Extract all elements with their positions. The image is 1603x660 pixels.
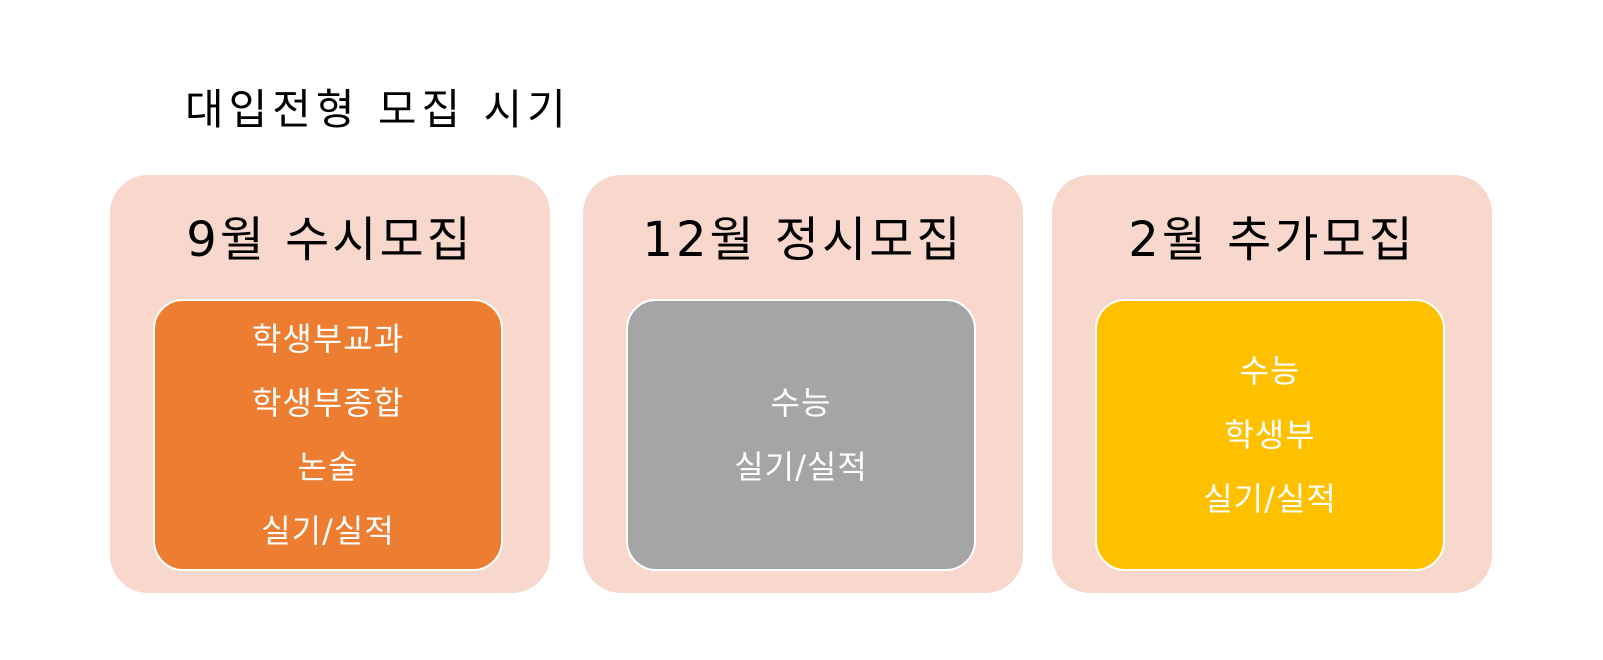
card-heading: 2월 추가모집: [1128, 212, 1416, 268]
list-item: 학생부종합: [251, 384, 405, 422]
card-heading: 12월 정시모집: [642, 212, 964, 268]
list-item: 논술: [297, 448, 359, 486]
page-title: 대입전형 모집 시기: [185, 85, 571, 134]
list-item: 실기/실적: [734, 448, 868, 486]
card-inner-box: 수능 실기/실적: [626, 299, 976, 571]
card-inner-box: 학생부교과 학생부종합 논술 실기/실적: [153, 299, 503, 571]
card-heading: 9월 수시모집: [186, 212, 474, 268]
card-additional-admission: 2월 추가모집 수능 학생부 실기/실적: [1052, 175, 1492, 593]
list-item: 학생부교과: [251, 320, 405, 358]
list-item: 학생부: [1224, 416, 1316, 454]
card-early-admission: 9월 수시모집 학생부교과 학생부종합 논술 실기/실적: [110, 175, 550, 593]
list-item: 실기/실적: [1203, 480, 1337, 518]
card-inner-box: 수능 학생부 실기/실적: [1095, 299, 1445, 571]
list-item: 실기/실적: [261, 512, 395, 550]
card-regular-admission: 12월 정시모집 수능 실기/실적: [583, 175, 1023, 593]
list-item: 수능: [1239, 352, 1301, 390]
list-item: 수능: [770, 384, 832, 422]
